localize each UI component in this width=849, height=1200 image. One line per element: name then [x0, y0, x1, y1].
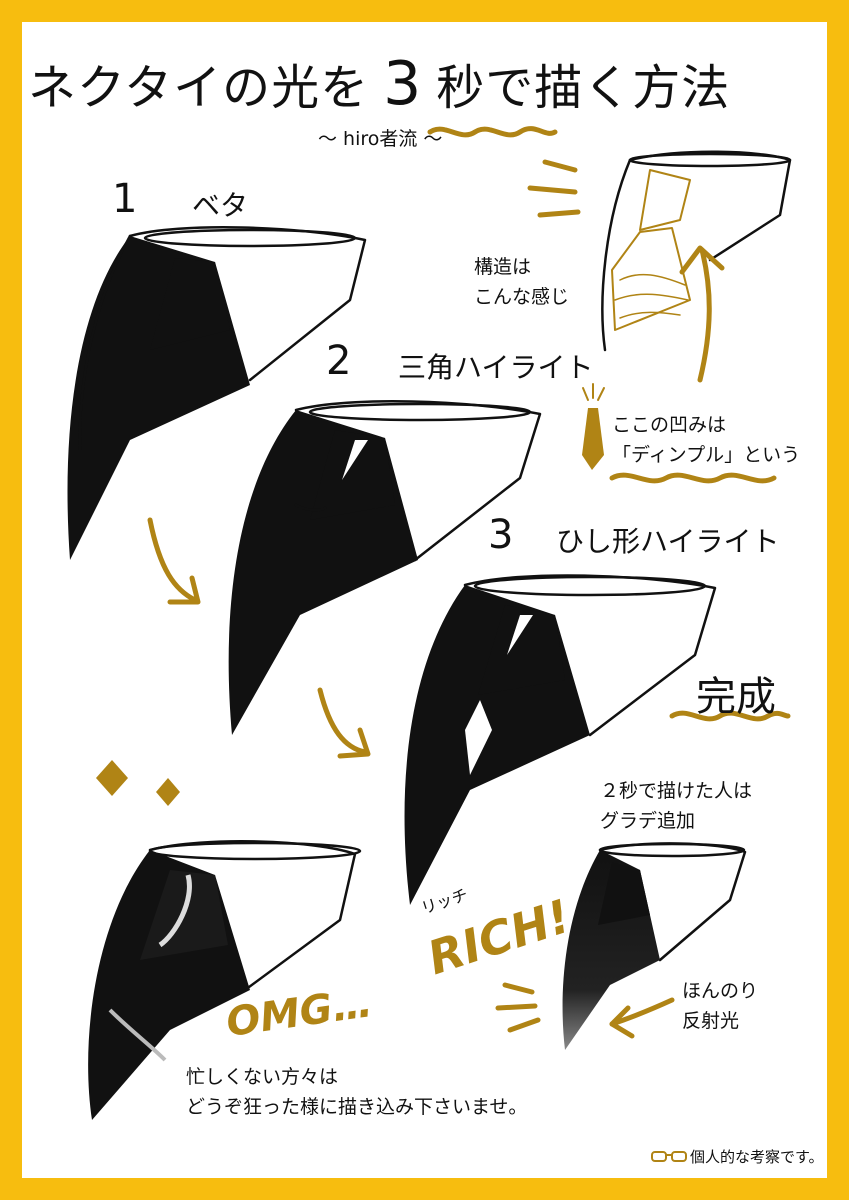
- collar-step3: [404, 574, 717, 905]
- glasses-icon: [651, 1151, 687, 1162]
- rich-lines-icon: [495, 982, 541, 1033]
- collar-step1: [67, 226, 367, 560]
- busy-note: 忙しくない方々はどうぞ狂った様に描き込み下さいませ。: [186, 1066, 528, 1118]
- speed-lines-icon: [527, 159, 581, 218]
- step-label: ベタ: [192, 189, 249, 222]
- footer-note: 個人的な考察です。: [690, 1148, 824, 1166]
- sparkle-icon: [96, 760, 180, 806]
- complete-label: 完成: [696, 674, 776, 720]
- arrow-left-icon: [609, 997, 675, 1039]
- structure-sketch: [601, 150, 792, 352]
- step-label: ひし形ハイライト: [556, 525, 780, 558]
- step-number: 2: [326, 338, 352, 384]
- complete-underline: [669, 710, 791, 722]
- arrow-up-icon: [679, 245, 725, 383]
- dimple-underline: [609, 472, 777, 484]
- collar-final-shaded: [88, 840, 362, 1120]
- arrow-down-right-icon: [317, 687, 371, 759]
- title-number: 3: [383, 49, 423, 119]
- step-label: 三角ハイライト: [398, 351, 594, 384]
- title-underline: [427, 126, 558, 138]
- structure-note: 構造はこんな感じ: [474, 256, 570, 308]
- small-tie-icon: [582, 383, 605, 470]
- collar-step2: [228, 400, 542, 735]
- step-number: 1: [112, 176, 138, 222]
- collar-gradient: [562, 842, 747, 1050]
- arrow-down-right-icon: [147, 517, 201, 605]
- gradient-note: ２秒で描けた人はグラデ追加: [600, 780, 753, 832]
- step-number: 3: [488, 512, 514, 558]
- dimple-note: ここの凹みは「ディンプル」という: [612, 414, 801, 466]
- reflection-note: ほんのり反射光: [682, 980, 759, 1032]
- page-subtitle: 〜 hiro者流 〜: [318, 128, 443, 150]
